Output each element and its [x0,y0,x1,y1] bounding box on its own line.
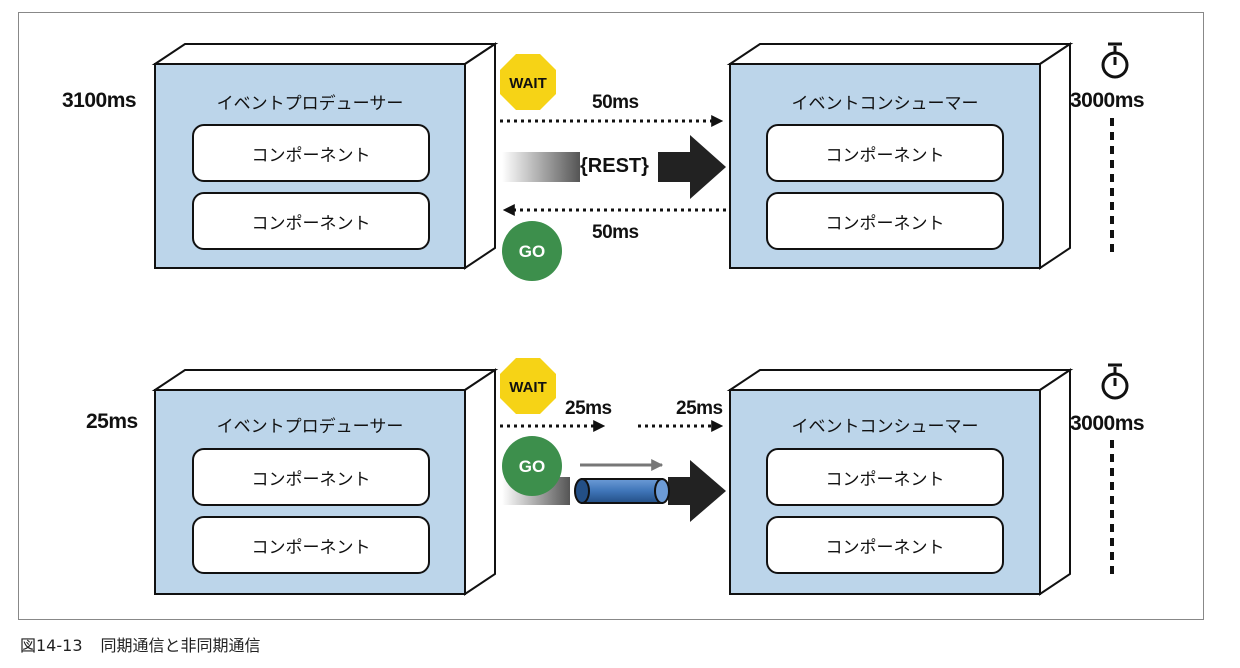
consumer-title: イベントコンシューマー [791,417,979,437]
go-label: GO [519,242,545,261]
wait-label: WAIT [509,75,547,92]
go-label: GO [519,457,545,476]
figure-caption: 図14-13 同期通信と非同期通信 [20,632,279,656]
component-box: コンポーネント [192,192,430,250]
rest-channel-arrow [502,135,726,199]
producer-title: イベントプロデューサー [216,417,404,437]
wait-sign-bottom [500,358,556,414]
figure-number: 図14-13 [20,636,83,655]
component-box: コンポーネント [192,516,430,574]
response-time: 50ms [592,222,639,243]
component-box: コンポーネント [192,124,430,182]
wait-label: WAIT [509,379,547,396]
component-box: コンポーネント [766,448,1004,506]
consumer-elapsed-time: 3000ms [1070,412,1145,435]
component-box: コンポーネント [766,516,1004,574]
send-time: 25ms [565,398,612,419]
producer-title: イベントプロデューサー [216,94,404,114]
message-queue-channel [502,459,726,522]
figure-title: 同期通信と非同期通信 [100,636,261,655]
producer-elapsed-time: 3100ms [62,89,137,112]
component-box: コンポーネント [766,192,1004,250]
component-box: コンポーネント [766,124,1004,182]
deliver-time: 25ms [676,398,723,419]
wait-sign-top [500,54,556,110]
producer-elapsed-time: 25ms [86,410,138,433]
consumer-title: イベントコンシューマー [791,94,979,114]
request-time: 50ms [592,92,639,113]
rest-label: {REST} [580,155,649,177]
stopwatch-icon [1101,363,1129,400]
go-sign-bottom [502,436,562,496]
consumer-elapsed-time: 3000ms [1070,89,1145,112]
stopwatch-icon [1101,42,1129,79]
component-box: コンポーネント [192,448,430,506]
go-sign-top [502,221,562,281]
